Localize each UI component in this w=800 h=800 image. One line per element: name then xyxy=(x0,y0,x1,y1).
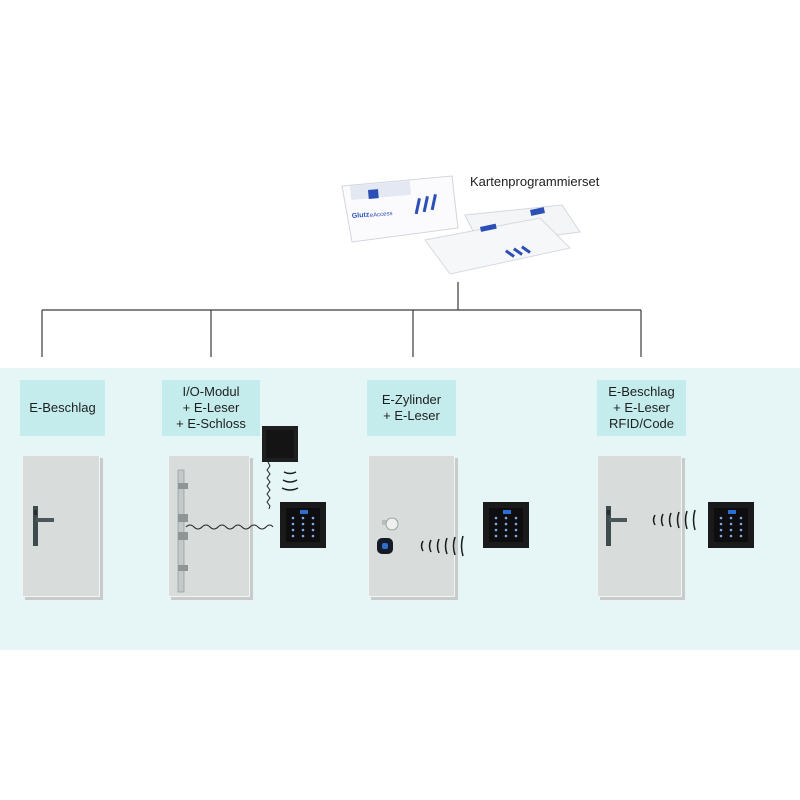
wireless-signal-icon xyxy=(652,509,696,531)
cards-caption: Kartenprogrammierset xyxy=(470,174,600,189)
label-col-1: E-Beschlag xyxy=(20,380,105,436)
label-col-2: I/O-Modul + E-Leser + E-Schloss xyxy=(162,380,260,436)
label-col-3: E-Zylinder + E-Leser xyxy=(367,380,456,436)
electronic-cylinder-icon xyxy=(377,517,399,554)
svg-text:eAccess: eAccess xyxy=(370,211,393,219)
card-programming-set: Glutz eAccess xyxy=(341,175,581,275)
door-handle-icon xyxy=(606,506,627,546)
wireless-signal-icon xyxy=(281,471,299,491)
keypad-reader-icon xyxy=(483,502,529,548)
multipoint-lock-strip xyxy=(177,469,188,593)
keypad-reader-icon xyxy=(708,502,754,548)
svg-text:Glutz: Glutz xyxy=(352,211,371,220)
label-col-4: E-Beschlag + E-Leser RFID/Code xyxy=(597,380,686,436)
wiring-cable xyxy=(185,461,274,530)
door-col-3 xyxy=(368,455,455,597)
door-handle-icon xyxy=(33,506,54,546)
keypad-reader-icon xyxy=(280,502,326,548)
rfid-card-icon xyxy=(424,217,572,275)
io-module-icon xyxy=(262,426,298,462)
rfid-card-icon: Glutz eAccess xyxy=(341,175,459,243)
wireless-signal-icon xyxy=(420,535,464,557)
door-col-4 xyxy=(597,455,682,597)
